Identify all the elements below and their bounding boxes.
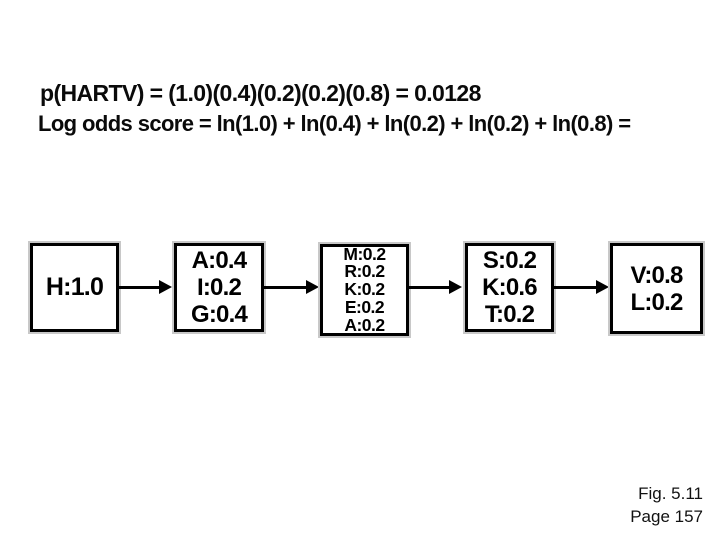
emission-probability: T:0.2 bbox=[484, 301, 535, 328]
emission-probability: H:1.0 bbox=[45, 273, 104, 301]
transition-arrow-1 bbox=[119, 280, 172, 294]
transition-arrow-3 bbox=[408, 280, 462, 294]
figure-caption-block: Fig. 5.11 Page 157 bbox=[630, 483, 703, 528]
state-box-1: H:1.0 bbox=[30, 243, 119, 332]
state-box-3: M:0.2 R:0.2 K:0.2 E:0.2 A:0.2 bbox=[320, 244, 409, 336]
emission-probability: K:0.6 bbox=[482, 274, 537, 301]
emission-probability: E:0.2 bbox=[344, 296, 385, 317]
state-box-2: A:0.4 I:0.2 G:0.4 bbox=[174, 243, 264, 332]
emission-probability: A:0.4 bbox=[191, 247, 247, 274]
emission-probability: I:0.2 bbox=[196, 274, 242, 301]
state-box-4: S:0.2 K:0.6 T:0.2 bbox=[465, 243, 554, 332]
log-odds-formula: Log odds score = ln(1.0) + ln(0.4) + ln(… bbox=[38, 111, 631, 136]
emission-probability: V:0.8 bbox=[630, 261, 683, 289]
emission-probability: M:0.2 bbox=[343, 243, 386, 264]
figure-caption: Fig. 5.11 bbox=[638, 484, 703, 503]
probability-formula: p(HARTV) = (1.0)(0.4)(0.2)(0.2)(0.8) = 0… bbox=[40, 80, 481, 106]
transition-arrow-2 bbox=[264, 280, 319, 294]
emission-probability: R:0.2 bbox=[344, 261, 385, 282]
emission-probability: K:0.2 bbox=[344, 279, 385, 300]
state-box-5: V:0.8 L:0.2 bbox=[610, 243, 703, 334]
emission-probability: S:0.2 bbox=[482, 247, 537, 274]
emission-probability: L:0.2 bbox=[630, 288, 683, 316]
transition-arrow-4 bbox=[554, 280, 609, 294]
emission-probability: A:0.2 bbox=[344, 314, 385, 335]
emission-probability: G:0.4 bbox=[190, 301, 248, 328]
page-number: Page 157 bbox=[630, 506, 703, 526]
